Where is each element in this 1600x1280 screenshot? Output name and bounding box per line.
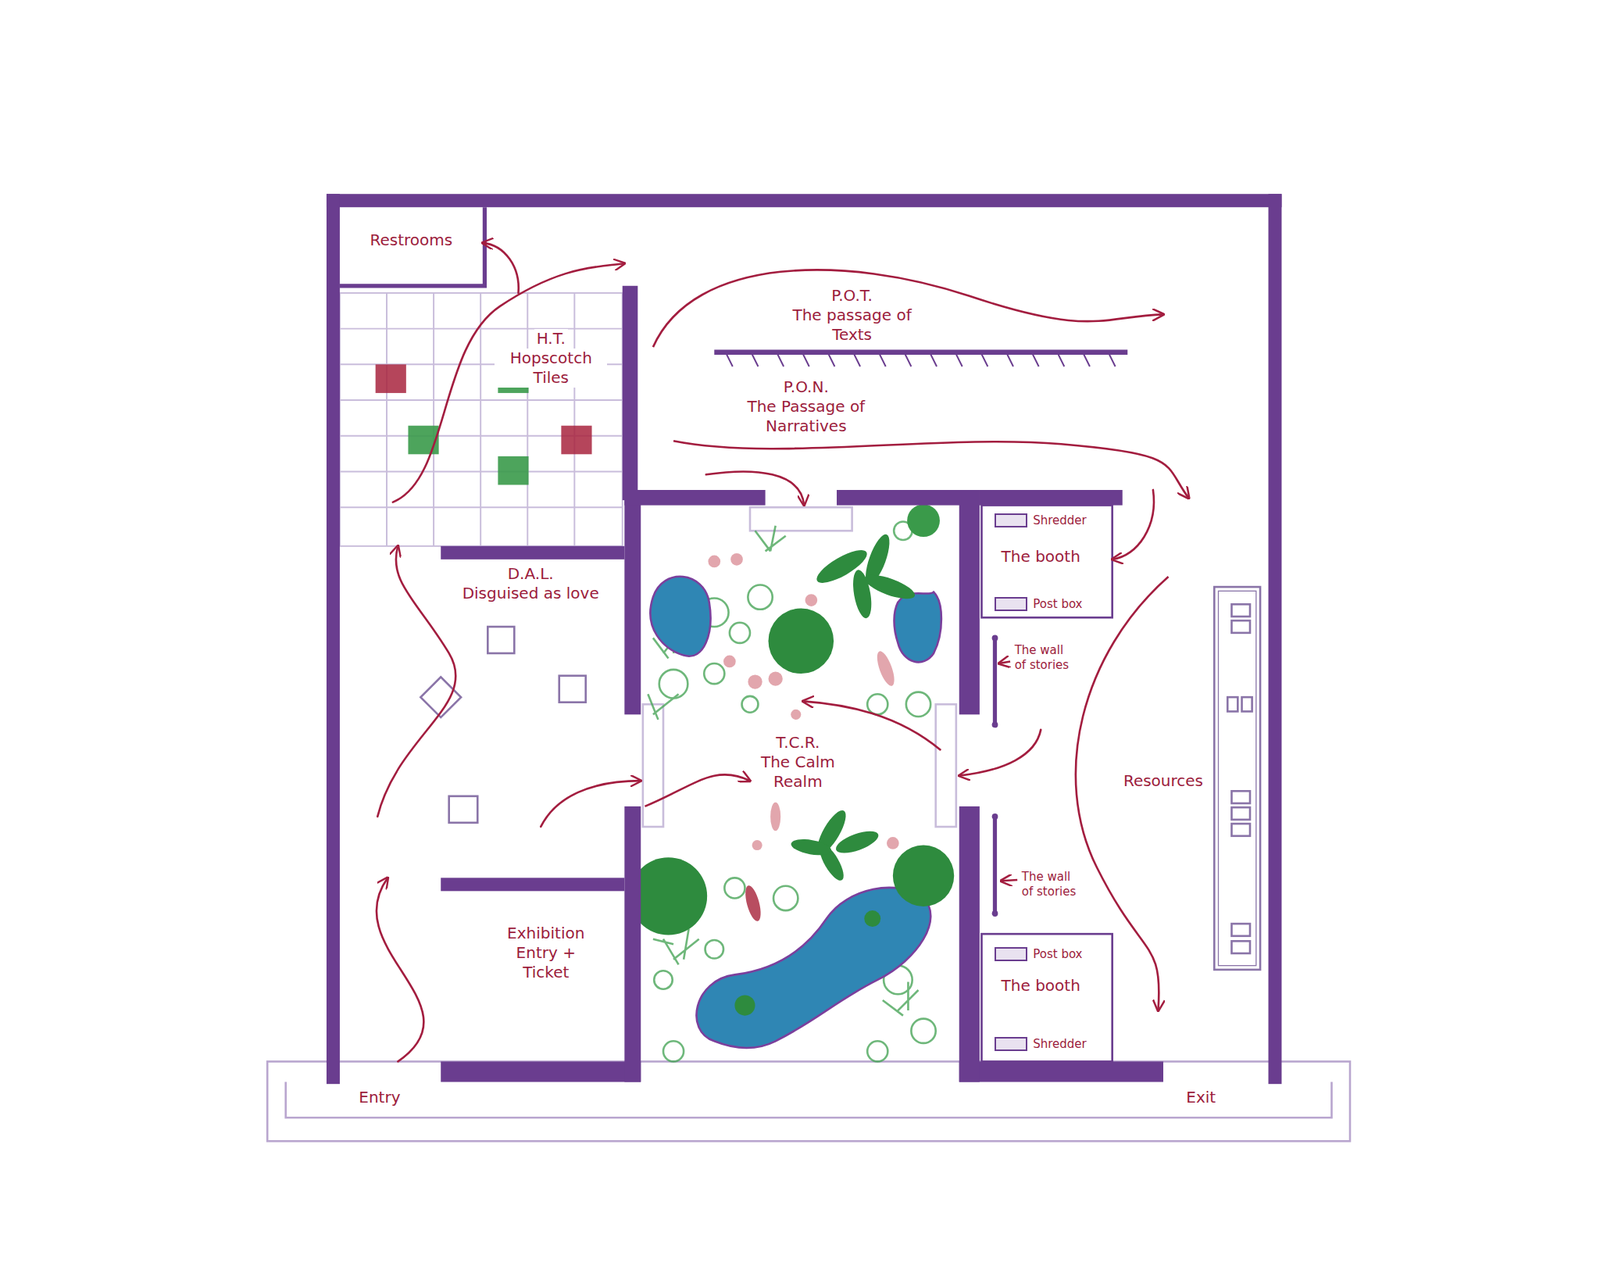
wall-label: The wall of stories <box>1012 642 1080 673</box>
room: Exhibition Entry + Ticket <box>339 890 625 1061</box>
door-label: Entry <box>356 1087 403 1108</box>
flow-arrows <box>644 269 1189 1011</box>
thin-walls <box>339 207 1128 1061</box>
room: The booth ShredderPost box <box>981 507 1112 618</box>
booth-item: Shredder <box>994 513 1028 528</box>
room: P.O.N.The Passage of Narratives <box>637 359 1268 490</box>
room-label: Post box <box>1030 946 1085 962</box>
room-label: The Passage of Narratives <box>724 396 888 436</box>
room: Restrooms <box>339 207 483 286</box>
plinth <box>267 1060 1350 1141</box>
exhibit-plinths <box>420 626 586 823</box>
room-label: D.A.L. <box>505 564 557 584</box>
resource-shelf <box>1214 586 1261 970</box>
room-label: Resources <box>1121 771 1206 791</box>
room-label: Restrooms <box>367 230 455 250</box>
walls <box>326 193 1283 1084</box>
garden <box>629 503 957 1061</box>
room-label: Hopscotch Tiles <box>494 348 608 388</box>
room-label: Disguised as love <box>460 583 602 604</box>
wall-ends <box>992 634 999 916</box>
room-label: The booth <box>999 975 1083 996</box>
flow-arrow <box>482 242 519 293</box>
booth-item: Post box <box>994 596 1028 611</box>
hopscotch-grid <box>339 292 623 547</box>
room-label: T.C.R. <box>773 732 822 753</box>
room: H.T.Hopscotch Tiles <box>339 292 623 547</box>
flow-arrow <box>706 471 804 506</box>
room-label: P.O.N. <box>781 377 832 397</box>
room-label: H.T. <box>534 328 568 349</box>
flow-arrow <box>377 546 456 817</box>
room-label: Post box <box>1030 596 1085 612</box>
room-label: The Calm Realm <box>752 752 845 792</box>
booth-item: Shredder <box>994 1036 1028 1051</box>
wall-label: The wall of stories <box>1019 869 1081 900</box>
room-label: The booth <box>999 546 1083 567</box>
room: D.A.L.Disguised as love <box>339 559 625 879</box>
flow-arrow <box>1112 489 1154 560</box>
booth-item: Post box <box>994 946 1028 961</box>
flow-arrow <box>540 780 641 827</box>
door-label: Exit <box>1183 1087 1218 1108</box>
flow-arrow <box>959 729 1041 776</box>
room-label: Shredder <box>1030 1036 1090 1052</box>
flow-arrow <box>376 877 425 1061</box>
room: T.C.R.The Calm Realm <box>640 505 960 1083</box>
room: P.O.T.The passage of Texts <box>624 207 1268 352</box>
flow-arrow <box>392 263 625 503</box>
room: The booth Post boxShredder <box>981 935 1112 1062</box>
room-label: Shredder <box>1030 513 1090 529</box>
room-label: Exhibition Entry + Ticket <box>502 923 590 983</box>
room-label: P.O.T. <box>828 285 875 306</box>
room-label: The passage of Texts <box>770 305 934 345</box>
